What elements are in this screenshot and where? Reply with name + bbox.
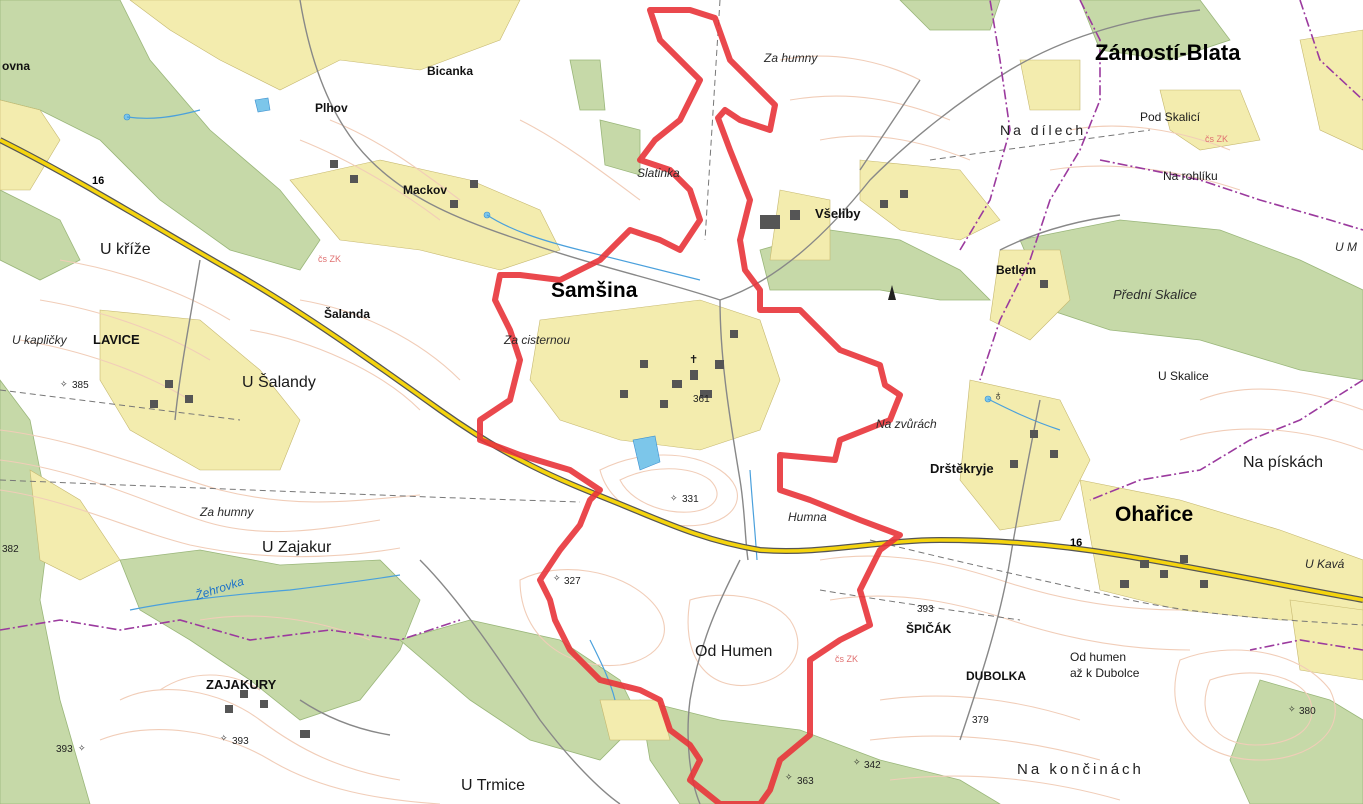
label-salanda: Šalanda (324, 306, 370, 321)
cadastral-mark-1: čs ZK (318, 254, 341, 264)
spot-height-361: 361 (693, 394, 710, 405)
spot-height-342: 342 (864, 760, 881, 771)
label-oharice: Ohařice (1115, 503, 1193, 526)
label-mackov: Mackov (403, 183, 447, 197)
label-zajakury: ZAJAKURY (206, 677, 277, 692)
svg-text:✧: ✧ (78, 743, 86, 753)
label-od-humen-dubolce-2: až k Dubolce (1070, 666, 1140, 680)
label-dubolka: DUBOLKA (966, 669, 1026, 683)
label-na-koncinach: Na končinách (1017, 761, 1144, 778)
svg-text:✝: ✝ (689, 354, 698, 366)
spot-height-382: 382 (2, 544, 19, 555)
spot-height-327: 327 (564, 576, 581, 587)
study-area-boundary (477, 7, 903, 804)
meadow-areas (0, 0, 1363, 741)
label-samsina: Samšina (551, 279, 638, 302)
cadastral-mark-3: čs ZK (835, 654, 858, 664)
label-bicanka: Bicanka (427, 64, 473, 78)
label-plhov: Plhov (315, 101, 348, 115)
svg-text:✧: ✧ (60, 379, 68, 389)
label-u-krize: U kříže (100, 241, 151, 258)
label-predni-skalice: Přední Skalice (1113, 287, 1197, 302)
label-lavice: LAVICE (93, 332, 140, 347)
label-u-trmice: U Trmice (461, 777, 525, 794)
svg-text:✧: ✧ (853, 757, 861, 767)
label-pod-skalici: Pod Skalicí (1140, 110, 1201, 124)
svg-text:✧: ✧ (670, 493, 678, 503)
administrative-boundaries (0, 0, 1363, 651)
minor-roads (174, 0, 1201, 804)
spot-height-380: 380 (1299, 706, 1316, 717)
spot-height-331: 331 (682, 494, 699, 505)
label-vnova: ovna (2, 59, 30, 73)
spot-height-markers: ✧ ✧ ✧ ✧ ✧ ✧ ✧ ✧ (60, 379, 1296, 782)
spot-height-393-left: 393 (56, 744, 73, 755)
label-drstekryje: Drštěkryje (930, 461, 994, 476)
label-u-kava: U Kavá (1305, 557, 1345, 571)
label-u-salandy: U Šalandy (242, 372, 316, 391)
road-number-16-west: 16 (92, 175, 104, 187)
label-zamosti-blata: Zámostí-Blata (1095, 40, 1241, 65)
tower-icon (888, 285, 896, 300)
label-slatinka: Slatinka (637, 166, 680, 180)
label-vseliby: Všeliby (815, 206, 861, 221)
main-road-16 (0, 137, 1363, 603)
spot-height-393-zajakury: 393 (232, 736, 249, 747)
spot-height-393-spicak: 393 (917, 604, 934, 615)
label-za-humny-north: Za humny (763, 51, 818, 65)
svg-text:✧: ✧ (1288, 704, 1296, 714)
spot-height-363: 363 (797, 776, 814, 787)
cadastral-mark-2: čs ZK (1205, 134, 1228, 144)
label-na-piskach: Na pískách (1243, 454, 1323, 471)
label-betlem: Betlem (996, 263, 1036, 277)
label-u-kaplicky: U kapličky (12, 333, 68, 347)
contour-lines (0, 55, 1363, 804)
label-za-cisternou: Za cisternou (503, 333, 570, 347)
label-za-humny-west: Za humny (199, 505, 254, 519)
label-od-humen-dubolce-1: Od humen (1070, 650, 1126, 664)
chapel-icon: ✝ (689, 354, 698, 366)
label-na-zvurach: Na zvůrách (876, 417, 937, 431)
label-spicak: ŠPIČÁK (906, 621, 952, 636)
svg-text:✧: ✧ (220, 733, 228, 743)
svg-text:♁: ♁ (993, 387, 1004, 403)
spot-height-385: 385 (72, 380, 89, 391)
label-u-zajakur: U Zajakur (262, 539, 332, 556)
svg-text:✧: ✧ (553, 573, 561, 583)
label-na-dilech: Na dílech (1000, 122, 1086, 138)
spot-height-379: 379 (972, 715, 989, 726)
svg-text:✧: ✧ (785, 772, 793, 782)
road-number-16-east: 16 (1070, 537, 1082, 549)
buildings (150, 160, 1208, 738)
label-na-rohliku: Na rohlíku (1163, 169, 1218, 183)
streams (126, 109, 1061, 701)
label-u-m: U M (1335, 240, 1357, 254)
label-u-skalice: U Skalice (1158, 369, 1209, 383)
label-humna: Humna (788, 510, 827, 524)
label-od-humen: Od Humen (695, 643, 772, 660)
church-icon: ♁ (993, 387, 1004, 403)
